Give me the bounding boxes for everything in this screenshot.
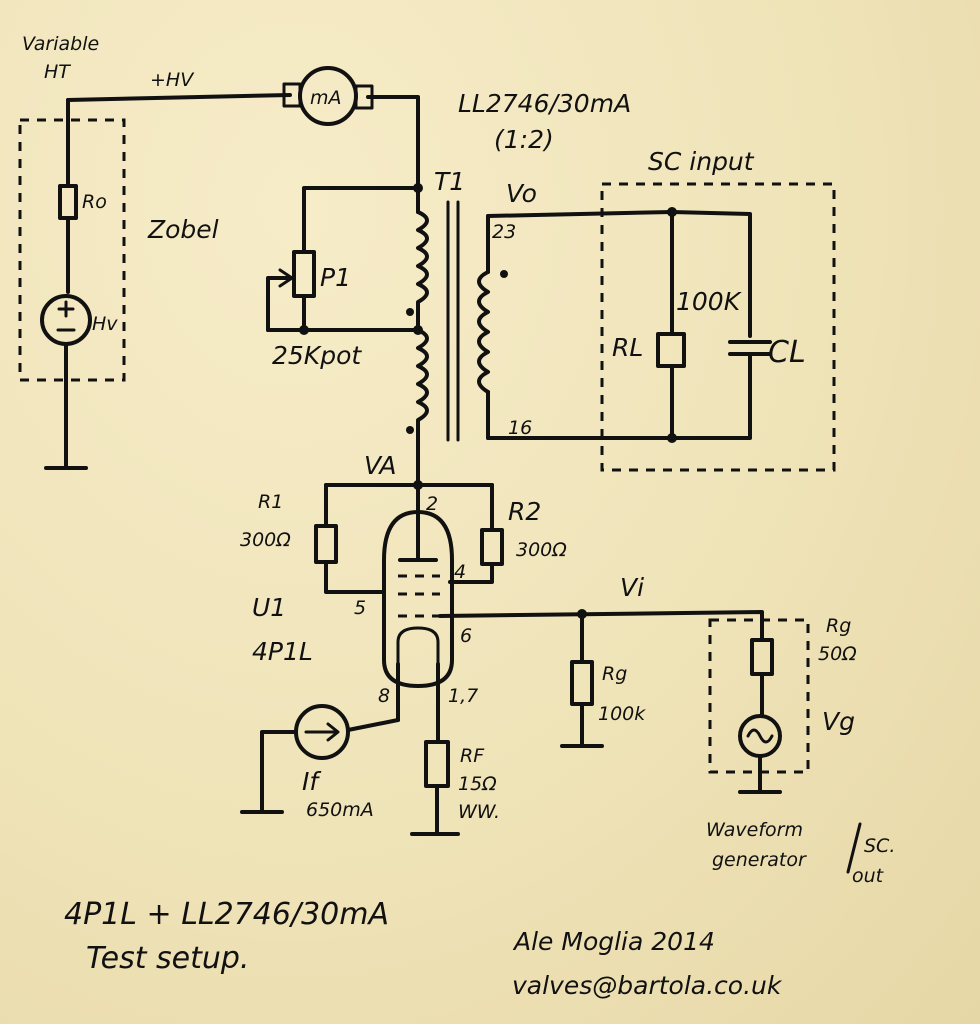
t1-label: T1 bbox=[434, 167, 465, 196]
cl-label: CL bbox=[768, 335, 806, 370]
rl-label: RL bbox=[612, 333, 643, 362]
rg-grid-value-label: 100k bbox=[598, 703, 646, 725]
pin-5-label: 5 bbox=[354, 597, 366, 619]
r1-value-label: 300Ω bbox=[240, 529, 291, 551]
r1-label: R1 bbox=[258, 491, 283, 513]
load-network bbox=[486, 207, 772, 443]
grid-input bbox=[438, 609, 764, 748]
resistor-rg-grid bbox=[570, 660, 594, 706]
r0-label: Ro bbox=[82, 191, 107, 213]
rl-value-label: 100K bbox=[676, 287, 743, 316]
caption-slash bbox=[846, 822, 862, 874]
generator-label: generator bbox=[712, 849, 807, 871]
transformer-secondary bbox=[477, 214, 508, 440]
transformer-core bbox=[446, 200, 460, 442]
sc-input-box bbox=[600, 182, 836, 472]
zobel-label: Zobel bbox=[147, 215, 219, 244]
resistor-rg-generator bbox=[750, 638, 774, 676]
r2-value-label: 300Ω bbox=[516, 539, 567, 561]
filament-resistor bbox=[410, 740, 460, 836]
vg-label: Vg bbox=[822, 707, 855, 736]
ht-label: HT bbox=[44, 61, 71, 83]
resistor-r0 bbox=[58, 184, 78, 220]
vi-label: Vi bbox=[620, 573, 644, 602]
potentiometer-p1 bbox=[266, 186, 420, 335]
rf-type-label: WW. bbox=[458, 801, 500, 823]
pin-16-label: 16 bbox=[508, 417, 532, 439]
generator-box bbox=[708, 618, 810, 774]
resistor-r2 bbox=[480, 528, 504, 566]
rg-grid-label: Rg bbox=[602, 663, 627, 685]
pin-4-label: 4 bbox=[454, 561, 466, 583]
valve-4p1l bbox=[382, 483, 454, 742]
resistor-rf bbox=[424, 740, 450, 788]
zobel-branch bbox=[18, 98, 126, 470]
author-label: Ale Moglia 2014 bbox=[512, 927, 715, 956]
va-label: VA bbox=[364, 451, 397, 480]
drawing-title: 4P1L + LL2746/30mA bbox=[64, 897, 389, 932]
r2-label: R2 bbox=[508, 497, 541, 526]
email-label: valves@bartola.co.uk bbox=[512, 971, 783, 1000]
pin-6-label: 6 bbox=[460, 625, 472, 647]
heater-source bbox=[240, 704, 400, 814]
ratio-label: (1:2) bbox=[494, 125, 554, 154]
if-value-label: 650mA bbox=[306, 799, 374, 821]
zobel-box bbox=[18, 118, 126, 382]
pin-8-label: 8 bbox=[378, 685, 390, 707]
plus-hv-label: +HV bbox=[150, 69, 195, 91]
pin-23-label: 23 bbox=[492, 221, 516, 243]
resistor-r1 bbox=[314, 524, 338, 564]
transformer-primary bbox=[406, 183, 429, 487]
meter-label: mA bbox=[310, 87, 342, 109]
anode-network bbox=[314, 480, 504, 594]
u1-label: U1 bbox=[252, 593, 286, 622]
sc-out-label-1: SC. bbox=[864, 835, 895, 857]
rg-gen-value-label: 50Ω bbox=[818, 643, 857, 665]
sc-out-label-2: out bbox=[852, 865, 885, 887]
transformer-label: LL2746/30mA bbox=[458, 89, 631, 118]
pin-2-label: 2 bbox=[426, 493, 438, 515]
drawing-subtitle: Test setup. bbox=[86, 941, 249, 976]
pin-17-label: 1,7 bbox=[448, 685, 478, 707]
hv-source-label: Hv bbox=[92, 313, 118, 335]
resistor-rl bbox=[656, 332, 686, 368]
pot-value-label: 25Kpot bbox=[272, 341, 362, 370]
sc-input-label: SC input bbox=[648, 147, 755, 176]
p1-label: P1 bbox=[320, 263, 351, 292]
if-label: If bbox=[302, 767, 321, 796]
rf-value-label: 15Ω bbox=[458, 773, 497, 795]
milliammeter: mA bbox=[282, 66, 374, 126]
variable-label: Variable bbox=[22, 33, 99, 55]
waveform-label: Waveform bbox=[706, 819, 803, 841]
waveform-generator bbox=[738, 638, 782, 794]
rg-gen-label: Rg bbox=[826, 615, 851, 637]
u1-type-label: 4P1L bbox=[252, 637, 313, 666]
vo-label: Vo bbox=[506, 179, 537, 208]
rf-label: RF bbox=[460, 745, 485, 767]
